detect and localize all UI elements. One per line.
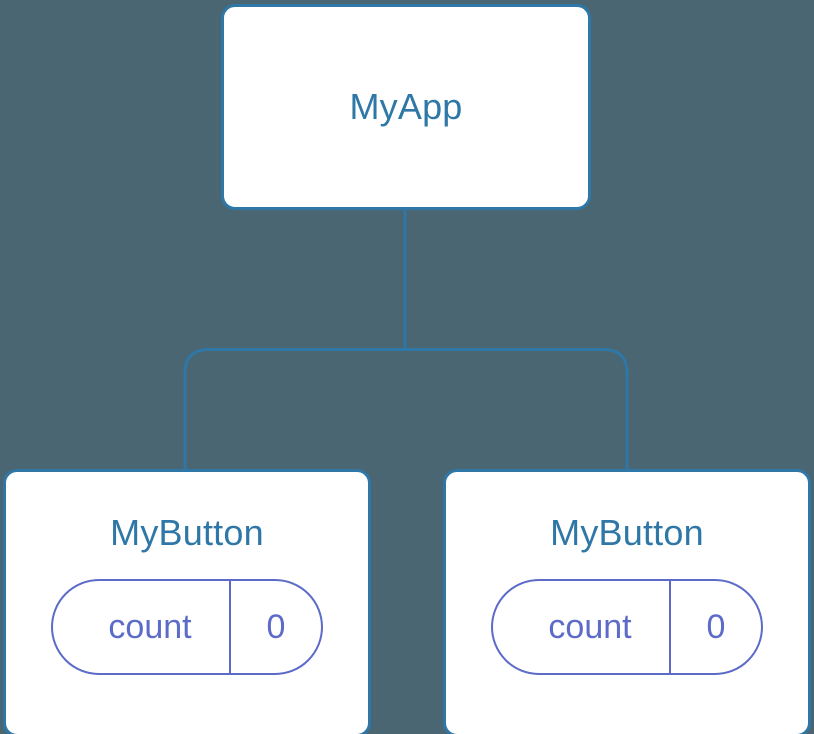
node-title: MyButton <box>550 512 704 553</box>
node-card-root[interactable]: MyApp <box>221 4 591 210</box>
state-pill-value: 0 <box>669 581 761 673</box>
node-card-child-0[interactable]: MyButton count 0 <box>3 469 371 734</box>
node-card-child-1[interactable]: MyButton count 0 <box>443 469 811 734</box>
state-pill-key: count <box>548 608 632 646</box>
state-pill-key: count <box>108 608 192 646</box>
state-pill[interactable]: count 0 <box>491 579 763 675</box>
connector-branch <box>183 348 629 469</box>
node-title: MyButton <box>110 512 264 553</box>
node-title: MyApp <box>349 86 463 127</box>
state-pill[interactable]: count 0 <box>51 579 323 675</box>
state-pill-value: 0 <box>229 581 321 673</box>
